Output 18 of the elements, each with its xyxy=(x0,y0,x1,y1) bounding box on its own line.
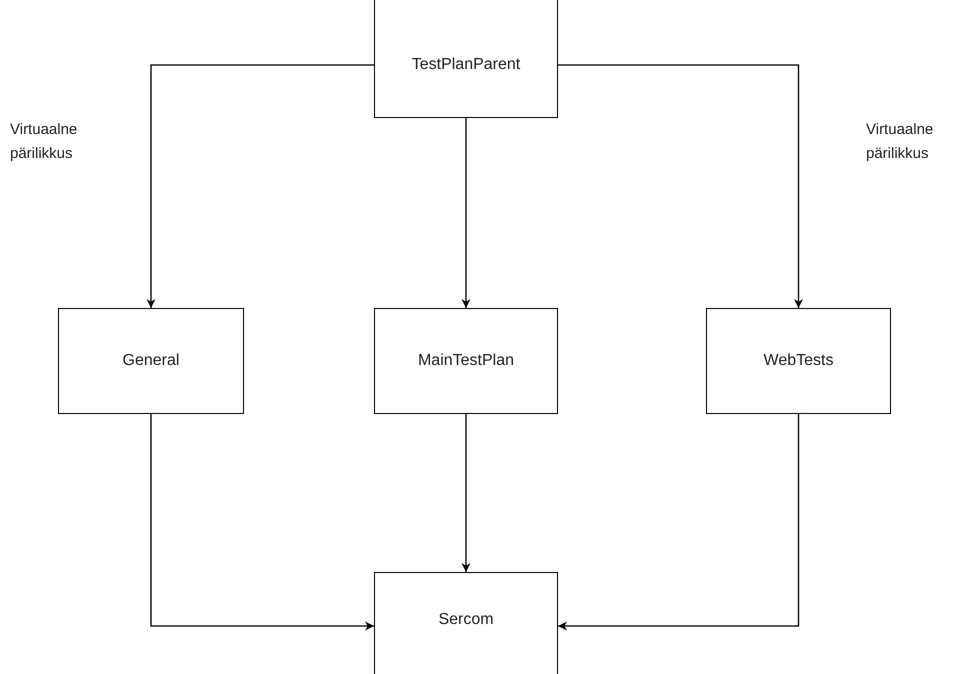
node-label: MainTestPlan xyxy=(418,352,514,370)
arrow xyxy=(558,64,803,308)
arrow xyxy=(146,64,374,308)
annotation-text: Virtuaalne pärilikkus xyxy=(10,120,78,164)
arrow xyxy=(462,414,470,572)
annotation-text: Virtuaalne pärilikkus xyxy=(866,120,934,164)
process-box xyxy=(58,308,244,414)
node-label: TestPlanParent xyxy=(412,56,520,74)
process-box xyxy=(706,308,891,414)
node-label: Sercom xyxy=(438,611,494,629)
process-box xyxy=(374,0,558,118)
process-box xyxy=(374,572,558,674)
arrow xyxy=(462,118,470,308)
node-label: General xyxy=(122,352,180,370)
arrow xyxy=(558,414,800,630)
node-label: WebTests xyxy=(764,352,834,370)
process-box xyxy=(374,308,558,414)
arrow xyxy=(150,414,374,630)
